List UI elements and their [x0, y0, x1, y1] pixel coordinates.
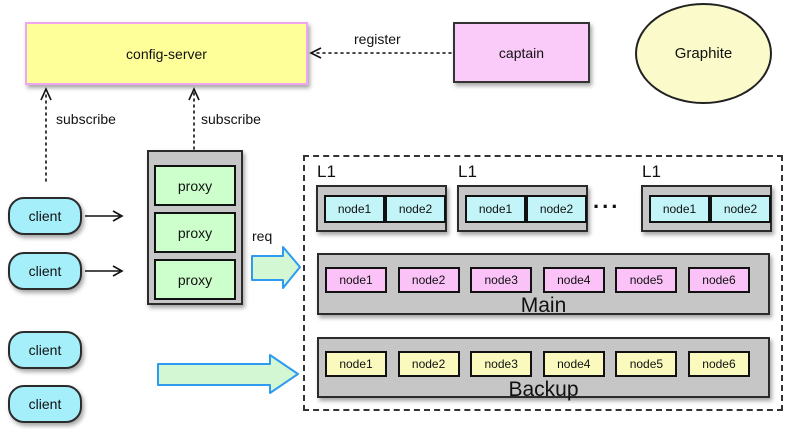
client-label: client — [28, 208, 62, 224]
client-label: client — [28, 263, 62, 279]
main-node: node1 — [325, 267, 387, 293]
client-box: client — [8, 385, 82, 423]
backup-node: node5 — [615, 351, 678, 377]
backup-node: node2 — [397, 351, 460, 377]
subscribe-left-arrow — [40, 87, 52, 182]
l1-node: node2 — [710, 194, 771, 223]
register-label: register — [354, 31, 401, 47]
l1-group: node1 node2 — [316, 185, 447, 232]
proxy-label: proxy — [177, 224, 213, 241]
client-label: client — [28, 342, 62, 358]
backup-block-arrow — [157, 354, 299, 394]
l1-group: node1 node2 — [641, 185, 772, 232]
l1-node: node1 — [649, 194, 710, 223]
backup-row-label: Backup — [508, 378, 579, 401]
req-block-arrow — [251, 246, 301, 289]
backup-node: node6 — [687, 351, 750, 377]
captain-label: captain — [498, 44, 545, 61]
backup-node: node4 — [542, 351, 605, 377]
l1-group-label: L1 — [642, 162, 661, 181]
proxy-box: proxy — [154, 212, 236, 253]
proxy-label: proxy — [177, 271, 213, 288]
subscribe-right-arrow — [188, 87, 200, 150]
subscribe-right-label: subscribe — [201, 111, 261, 127]
main-node-strip: node1 node2 node3 node4 node5 node6 — [319, 255, 768, 293]
cluster-region — [303, 155, 783, 411]
client-box: client — [8, 197, 82, 235]
more-groups-ellipsis: ... — [593, 188, 621, 213]
l1-node: node2 — [526, 194, 587, 223]
l1-node: node1 — [324, 194, 385, 223]
graphite-label: Graphite — [674, 45, 733, 62]
proxy-box: proxy — [154, 259, 236, 300]
main-node: node6 — [687, 267, 750, 293]
config-server-label: config-server — [126, 45, 207, 62]
proxy-box: proxy — [154, 165, 236, 206]
main-row-label: Main — [520, 294, 567, 317]
backup-node-strip: node1 node2 node3 node4 node5 node6 — [319, 339, 768, 377]
graphite-ellipse: Graphite — [635, 3, 772, 104]
backup-node: node1 — [325, 351, 387, 377]
l1-group-label: L1 — [458, 162, 477, 181]
req-label: req — [252, 228, 273, 244]
backup-shard-row: node1 node2 node3 node4 node5 node6 Back… — [317, 337, 770, 401]
l1-group: node1 node2 — [457, 185, 588, 232]
captain-box: captain — [453, 22, 590, 83]
client1-proxy-arrow — [85, 210, 124, 222]
proxy-cluster: proxy proxy proxy — [147, 150, 243, 305]
register-arrow — [309, 47, 452, 59]
subscribe-left-label: subscribe — [56, 111, 116, 127]
main-shard-row: node1 node2 node3 node4 node5 node6 Main — [317, 253, 770, 317]
client2-proxy-arrow — [85, 265, 124, 277]
config-server-box: config-server — [25, 22, 308, 85]
main-node: node2 — [397, 267, 460, 293]
proxy-label: proxy — [177, 177, 213, 194]
l1-node: node2 — [385, 194, 446, 223]
client-box: client — [8, 331, 82, 369]
main-node: node5 — [615, 267, 678, 293]
client-box: client — [8, 252, 82, 290]
main-node: node4 — [542, 267, 605, 293]
client-label: client — [28, 396, 62, 412]
l1-group-label: L1 — [317, 162, 336, 181]
l1-node: node1 — [465, 194, 526, 223]
backup-node: node3 — [470, 351, 533, 377]
main-node: node3 — [470, 267, 533, 293]
